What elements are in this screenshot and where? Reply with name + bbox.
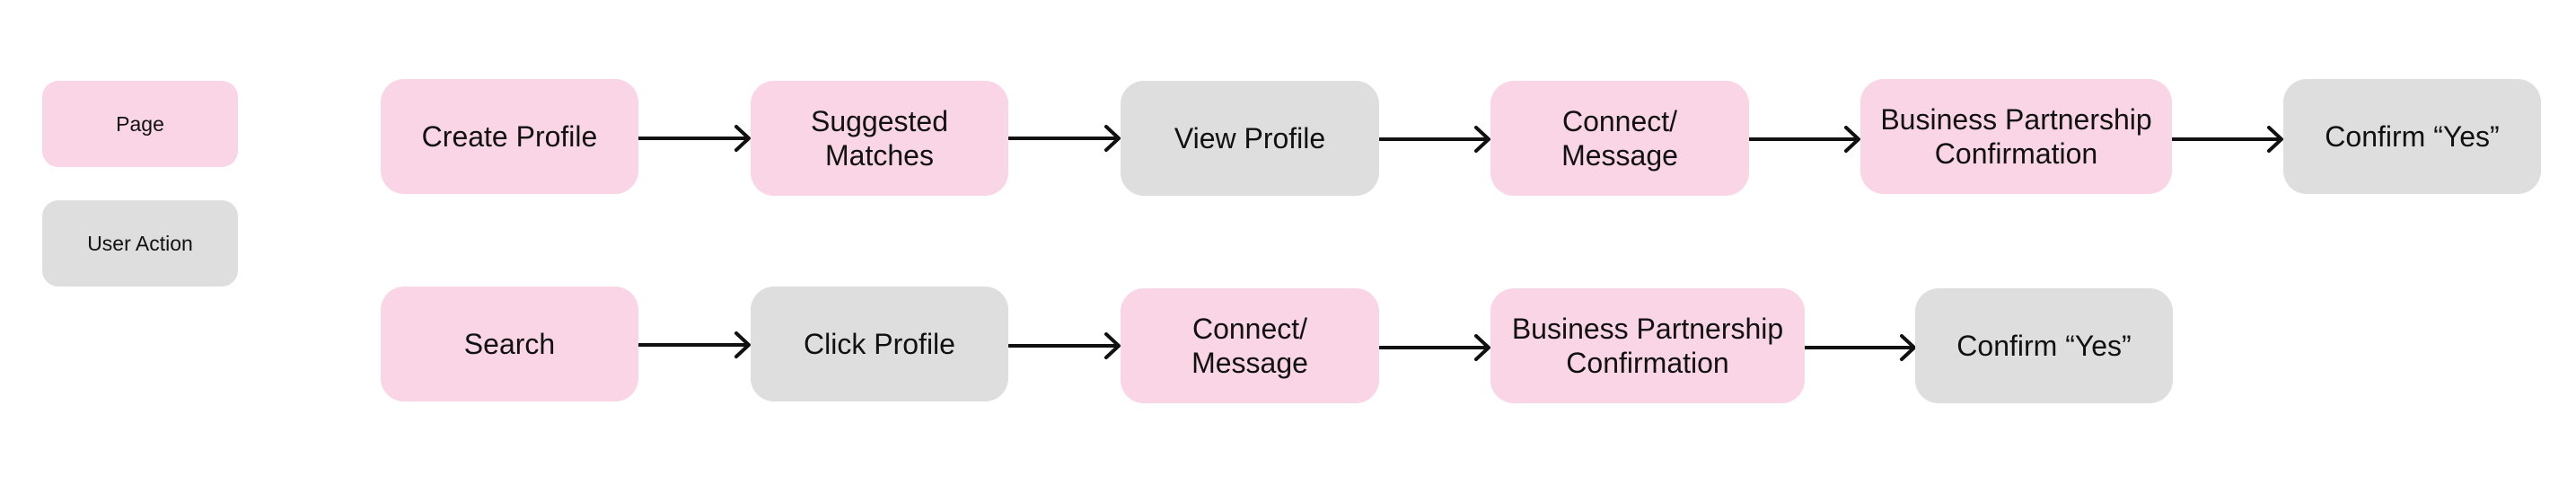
flow2-click-profile-label: Click Profile [804, 327, 955, 360]
flow2-connect-message-label: Connect/ Message [1191, 312, 1308, 379]
arrow-view-to-connect [1378, 126, 1490, 153]
flow2-search: Search [381, 287, 638, 401]
arrow-connect-to-business-2 [1378, 334, 1490, 361]
legend-page: Page [42, 81, 238, 167]
arrow-create-to-suggested [637, 125, 751, 152]
flow1-business-partnership-label: Business Partnership Confirmation [1880, 102, 2152, 170]
arrow-business-to-confirm-2 [1804, 334, 1916, 361]
flow1-create-profile-label: Create Profile [421, 119, 598, 153]
legend-user-action: User Action [42, 200, 238, 287]
flow2-business-partnership-label: Business Partnership Confirmation [1511, 312, 1784, 379]
flow2-confirm-yes-label: Confirm “Yes” [1956, 329, 2132, 362]
arrow-business-to-confirm [2171, 126, 2283, 153]
flow1-create-profile: Create Profile [381, 79, 638, 194]
arrow-click-to-connect [1007, 332, 1121, 359]
arrow-connect-to-business [1748, 126, 1860, 153]
flow1-confirm-yes-label: Confirm “Yes” [2325, 119, 2500, 153]
flow1-confirm-yes: Confirm “Yes” [2283, 79, 2541, 194]
flow2-business-partnership: Business Partnership Confirmation [1490, 288, 1805, 403]
legend-user-action-label: User Action [87, 231, 193, 255]
flow2-connect-message: Connect/ Message [1121, 288, 1379, 403]
flow2-confirm-yes: Confirm “Yes” [1915, 288, 2173, 403]
legend-page-label: Page [116, 111, 164, 136]
flow1-business-partnership: Business Partnership Confirmation [1860, 79, 2172, 194]
arrow-suggested-to-view [1007, 125, 1121, 152]
flow2-click-profile: Click Profile [751, 287, 1008, 401]
flow1-suggested-matches-label: Suggested Matches [810, 104, 948, 172]
flow1-suggested-matches: Suggested Matches [751, 81, 1008, 196]
flow1-connect-message: Connect/ Message [1490, 81, 1749, 196]
flow1-view-profile-label: View Profile [1174, 121, 1326, 154]
flow1-connect-message-label: Connect/ Message [1561, 104, 1678, 172]
arrow-search-to-click [637, 331, 751, 358]
flow2-search-label: Search [463, 327, 556, 360]
flow1-view-profile: View Profile [1121, 81, 1379, 196]
